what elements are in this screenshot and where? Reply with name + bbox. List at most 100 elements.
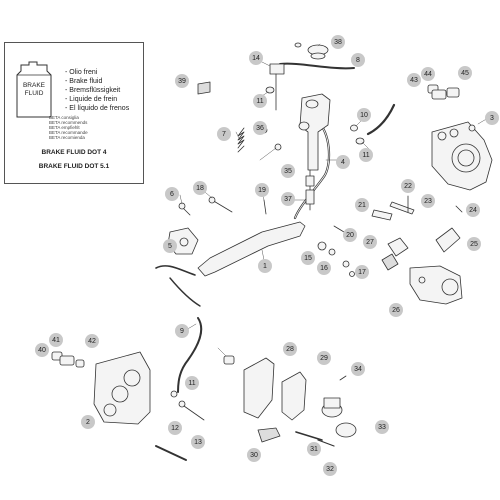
callout-number: 4 [341,159,345,166]
callout-bubble [258,259,272,273]
brake-fluid-bottle-icon: BRAKE FLUID [16,61,52,118]
callout-bubble [389,303,403,317]
pad-bracket-28 [243,357,275,419]
callout-number: 39 [178,78,186,85]
clip-32 [317,439,335,447]
callout-bubble [466,203,480,217]
callout-number: 19 [258,187,266,194]
callout-number: 26 [392,307,400,314]
callout-number: 2 [86,419,90,426]
fluid-name-de: - Bremsflüssigkeit [65,87,121,94]
callout-number: 12 [171,425,179,432]
callout-bubble [49,333,63,347]
callout-number: 37 [284,196,292,203]
callout-bubble [375,420,389,434]
fitting-41 [59,355,75,366]
callout-34: 34 [351,362,365,376]
callout-number: 44 [424,71,432,78]
callout-bubble [255,183,269,197]
callout-number: 7 [222,131,226,138]
callout-bubble [458,66,472,80]
callout-bubble [165,187,179,201]
callout-number: 9 [180,328,184,335]
caliper-pin-21 [371,209,393,221]
recommend-es: BETA recomienda [49,135,85,140]
callout-bubble [351,362,365,376]
callout-number: 13 [194,439,202,446]
recommend-fr: BETA recommande [49,130,88,135]
callout-bubble [421,67,435,81]
callout-bubble [191,435,205,449]
callout-bubble [351,53,365,67]
callout-number: 40 [38,347,46,354]
callout-40: 40 [35,343,49,357]
callout-9: 9 [175,324,189,338]
callout-45: 45 [458,66,472,80]
callout-38: 38 [331,35,345,49]
reservoir-fitting [269,63,285,75]
callout-number: 36 [256,125,264,132]
callout-31: 31 [307,442,321,456]
brake-pad-27 [387,237,409,257]
brake-pedal [197,221,306,277]
callout-10: 10 [357,108,371,122]
callout-number: 30 [250,452,258,459]
fluid-name-it: - Olio freni [65,69,98,76]
callout-bubble [317,351,331,365]
callout-18: 18 [193,181,207,195]
callout-14: 14 [249,51,263,65]
bolt-18 [211,199,233,213]
callout-6: 6 [165,187,179,201]
callout-11a: 11 [253,94,267,108]
callout-bubble [193,181,207,195]
return-spring [237,127,245,153]
spec-dot51: BRAKE FLUID DOT 5.1 [38,163,110,170]
spec-dot4: BRAKE FLUID DOT 4 [41,149,107,156]
callout-number: 14 [252,55,260,62]
callout-24: 24 [466,203,480,217]
callout-8: 8 [351,53,365,67]
callout-39: 39 [175,74,189,88]
callout-bubble [168,421,182,435]
callout-44: 44 [421,67,435,81]
callout-12: 12 [168,421,182,435]
callout-bubble [323,462,337,476]
recommend-it: BETA consiglia [49,115,79,120]
fitting-42 [75,359,85,368]
callout-number: 18 [196,185,204,192]
callout-bubble [85,334,99,348]
callout-number: 20 [346,232,354,239]
fluid-name-es: - El líquido de frenos [65,105,130,112]
callout-number: 43 [410,77,418,84]
callout-bubble [467,237,481,251]
callout-number: 5 [168,243,172,250]
front-brake-hose [177,317,203,393]
callout-bubble [281,192,295,206]
callout-bubble [317,261,331,275]
callout-number: 11 [362,152,369,159]
callout-36: 36 [253,121,267,135]
callout-number: 11 [256,98,263,105]
callout-number: 38 [334,39,342,46]
callout-number: 21 [358,202,366,209]
callout-27: 27 [363,235,377,249]
callout-bubble [253,121,267,135]
reservoir-hose [279,62,355,70]
callout-35: 35 [281,164,295,178]
callout-30: 30 [247,448,261,462]
callout-2: 2 [81,415,95,429]
callout-number: 28 [286,346,294,353]
fluid-name-en: - Brake fluid [65,78,103,85]
callout-bubble [163,239,177,253]
callout-number: 34 [354,366,362,373]
callout-number: 24 [469,207,477,214]
brake-pad-29 [281,371,307,421]
fluid-name-fr: - Liquide de frein [65,96,118,103]
callout-bubble [357,108,371,122]
callout-bubble [301,251,315,265]
piston-b [335,422,357,438]
callout-number: 41 [52,337,60,344]
callout-bubble [175,74,189,88]
callout-bubble [247,448,261,462]
